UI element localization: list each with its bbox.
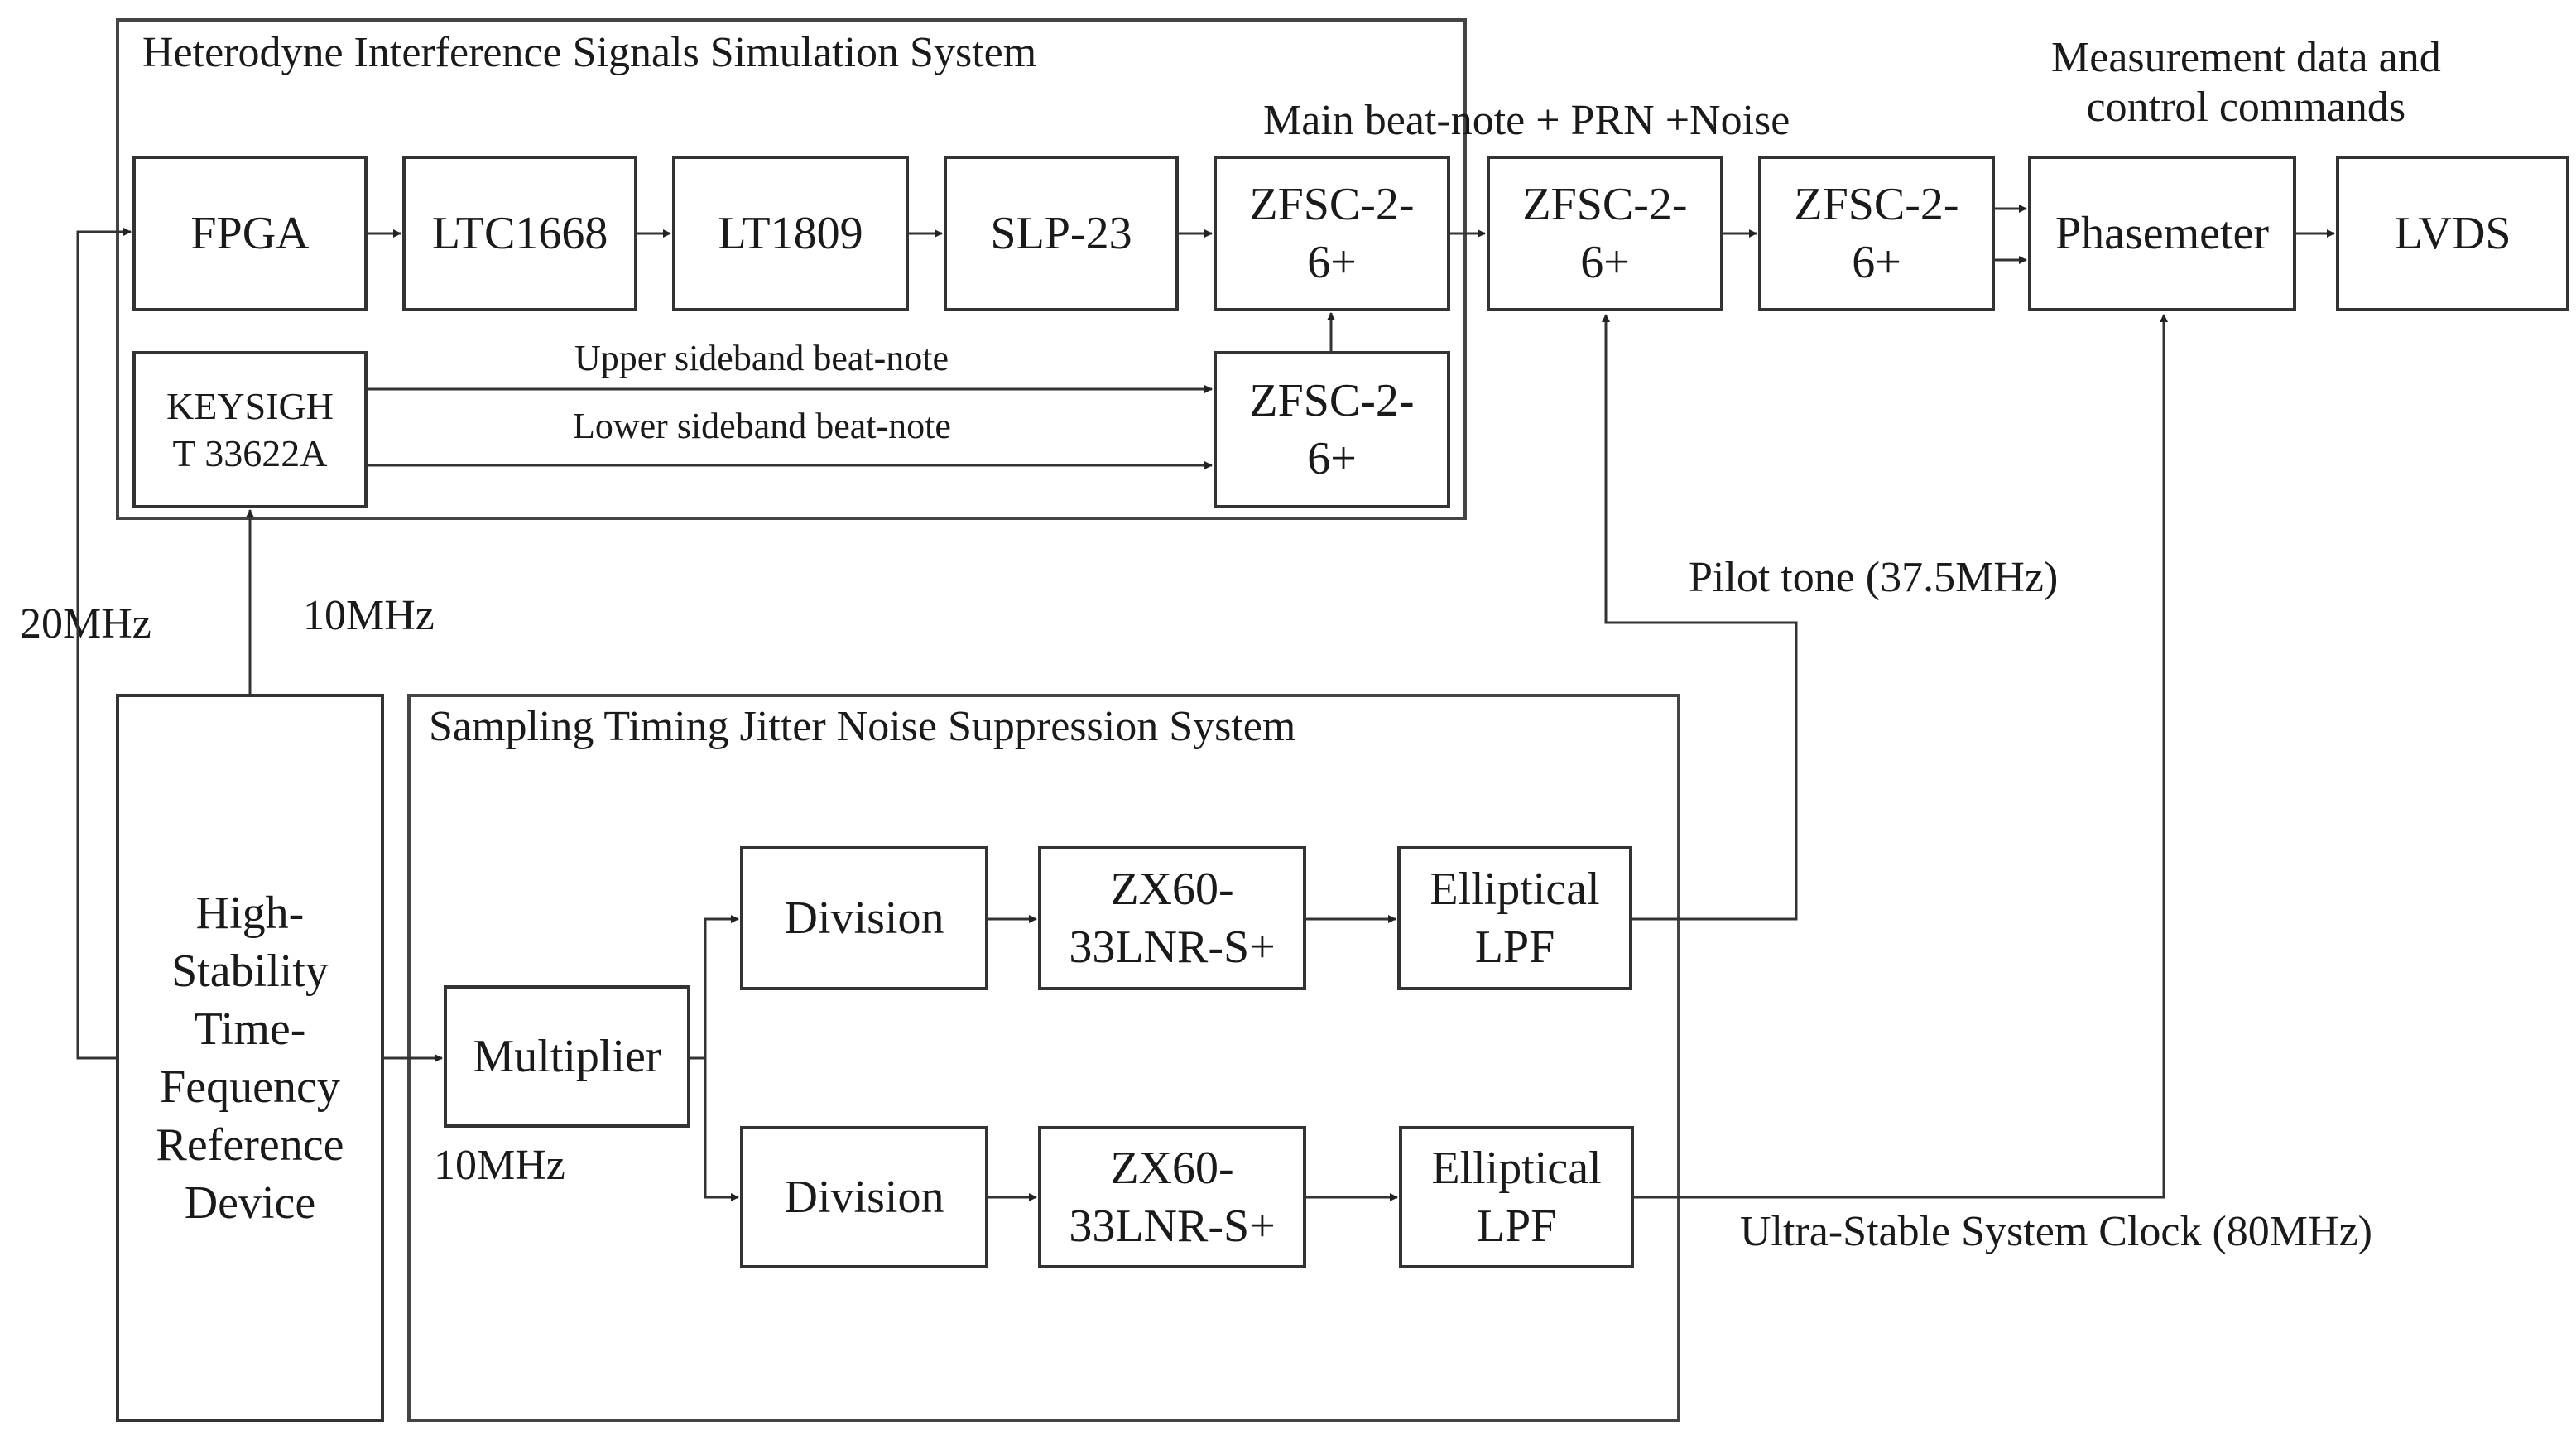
keysight-generator-block: KEYSIGH T 33622A (132, 351, 368, 508)
amplifier-2-label: ZX60- 33LNR-S+ (1069, 1143, 1276, 1252)
elliptical-lpf-2-block: Elliptical LPF (1399, 1126, 1634, 1268)
zfsc-combiner-3-block: ZFSC-2- 6+ (1758, 156, 1995, 311)
amplifier-2-block: ZX60- 33LNR-S+ (1038, 1126, 1306, 1268)
wire-system-clock (1634, 314, 2168, 1199)
division-2-block: Division (740, 1126, 988, 1268)
zfsc-combiner-4-block: ZFSC-2- 6+ (1214, 351, 1450, 508)
lt1809-label: LT1809 (718, 208, 863, 259)
heterodyne-group-title: Heterodyne Interference Signals Simulati… (142, 29, 1037, 76)
lower-sideband-label: Lower sideband beat-note (573, 406, 951, 446)
amplifier-1-label: ZX60- 33LNR-S+ (1069, 864, 1276, 973)
elliptical-lpf-2-label: Elliptical LPF (1431, 1143, 1602, 1252)
upper-sideband-label: Upper sideband beat-note (574, 338, 949, 378)
ltc1668-label: LTC1668 (431, 208, 608, 259)
division-1-block: Division (740, 846, 988, 990)
ltc1668-block: LTC1668 (402, 156, 637, 311)
zfsc-combiner-3-label: ZFSC-2- 6+ (1794, 179, 1959, 288)
slp23-label: SLP-23 (990, 208, 1132, 259)
division-1-label: Division (784, 893, 944, 944)
fpga-label: FPGA (190, 208, 310, 259)
ref-10mhz-keysight-label: 10MHz (303, 592, 435, 639)
lvds-block: LVDS (2336, 156, 2569, 311)
phasemeter-block: Phasemeter (2028, 156, 2296, 311)
multiplier-label: Multiplier (473, 1031, 661, 1082)
zfsc-combiner-2-block: ZFSC-2- 6+ (1487, 156, 1723, 311)
system-clock-label: Ultra-Stable System Clock (80MHz) (1740, 1208, 2372, 1255)
fpga-block: FPGA (132, 156, 368, 311)
reference-device-block: High- Stability Time- Fequency Reference… (116, 694, 384, 1422)
pilot-tone-label: Pilot tone (37.5MHz) (1689, 554, 2059, 601)
slp23-block: SLP-23 (944, 156, 1179, 311)
reference-device-label: High- Stability Time- Fequency Reference… (156, 888, 344, 1229)
lt1809-block: LT1809 (672, 156, 909, 311)
ref-10mhz-multiplier-label: 10MHz (434, 1142, 565, 1189)
multiplier-block: Multiplier (444, 985, 690, 1128)
keysight-label: KEYSIGH T 33622A (166, 384, 334, 475)
zfsc-combiner-2-label: ZFSC-2- 6+ (1522, 179, 1688, 288)
measurement-commands-label: Measurement data and control commands (2051, 34, 2441, 131)
zfsc-combiner-1-block: ZFSC-2- 6+ (1214, 156, 1450, 311)
sampling-group-title: Sampling Timing Jitter Noise Suppression… (429, 703, 1296, 750)
ref-20mhz-label: 20MHz (20, 600, 151, 647)
elliptical-lpf-1-block: Elliptical LPF (1397, 846, 1632, 990)
zfsc-combiner-4-label: ZFSC-2- 6+ (1249, 375, 1415, 484)
main-beat-note-label: Main beat-note + PRN +Noise (1263, 97, 1790, 144)
amplifier-1-block: ZX60- 33LNR-S+ (1038, 846, 1306, 990)
division-2-label: Division (784, 1172, 944, 1223)
phasemeter-label: Phasemeter (2055, 208, 2270, 259)
zfsc-combiner-1-label: ZFSC-2- 6+ (1249, 179, 1415, 288)
lvds-label: LVDS (2394, 208, 2511, 259)
elliptical-lpf-1-label: Elliptical LPF (1430, 864, 1600, 973)
